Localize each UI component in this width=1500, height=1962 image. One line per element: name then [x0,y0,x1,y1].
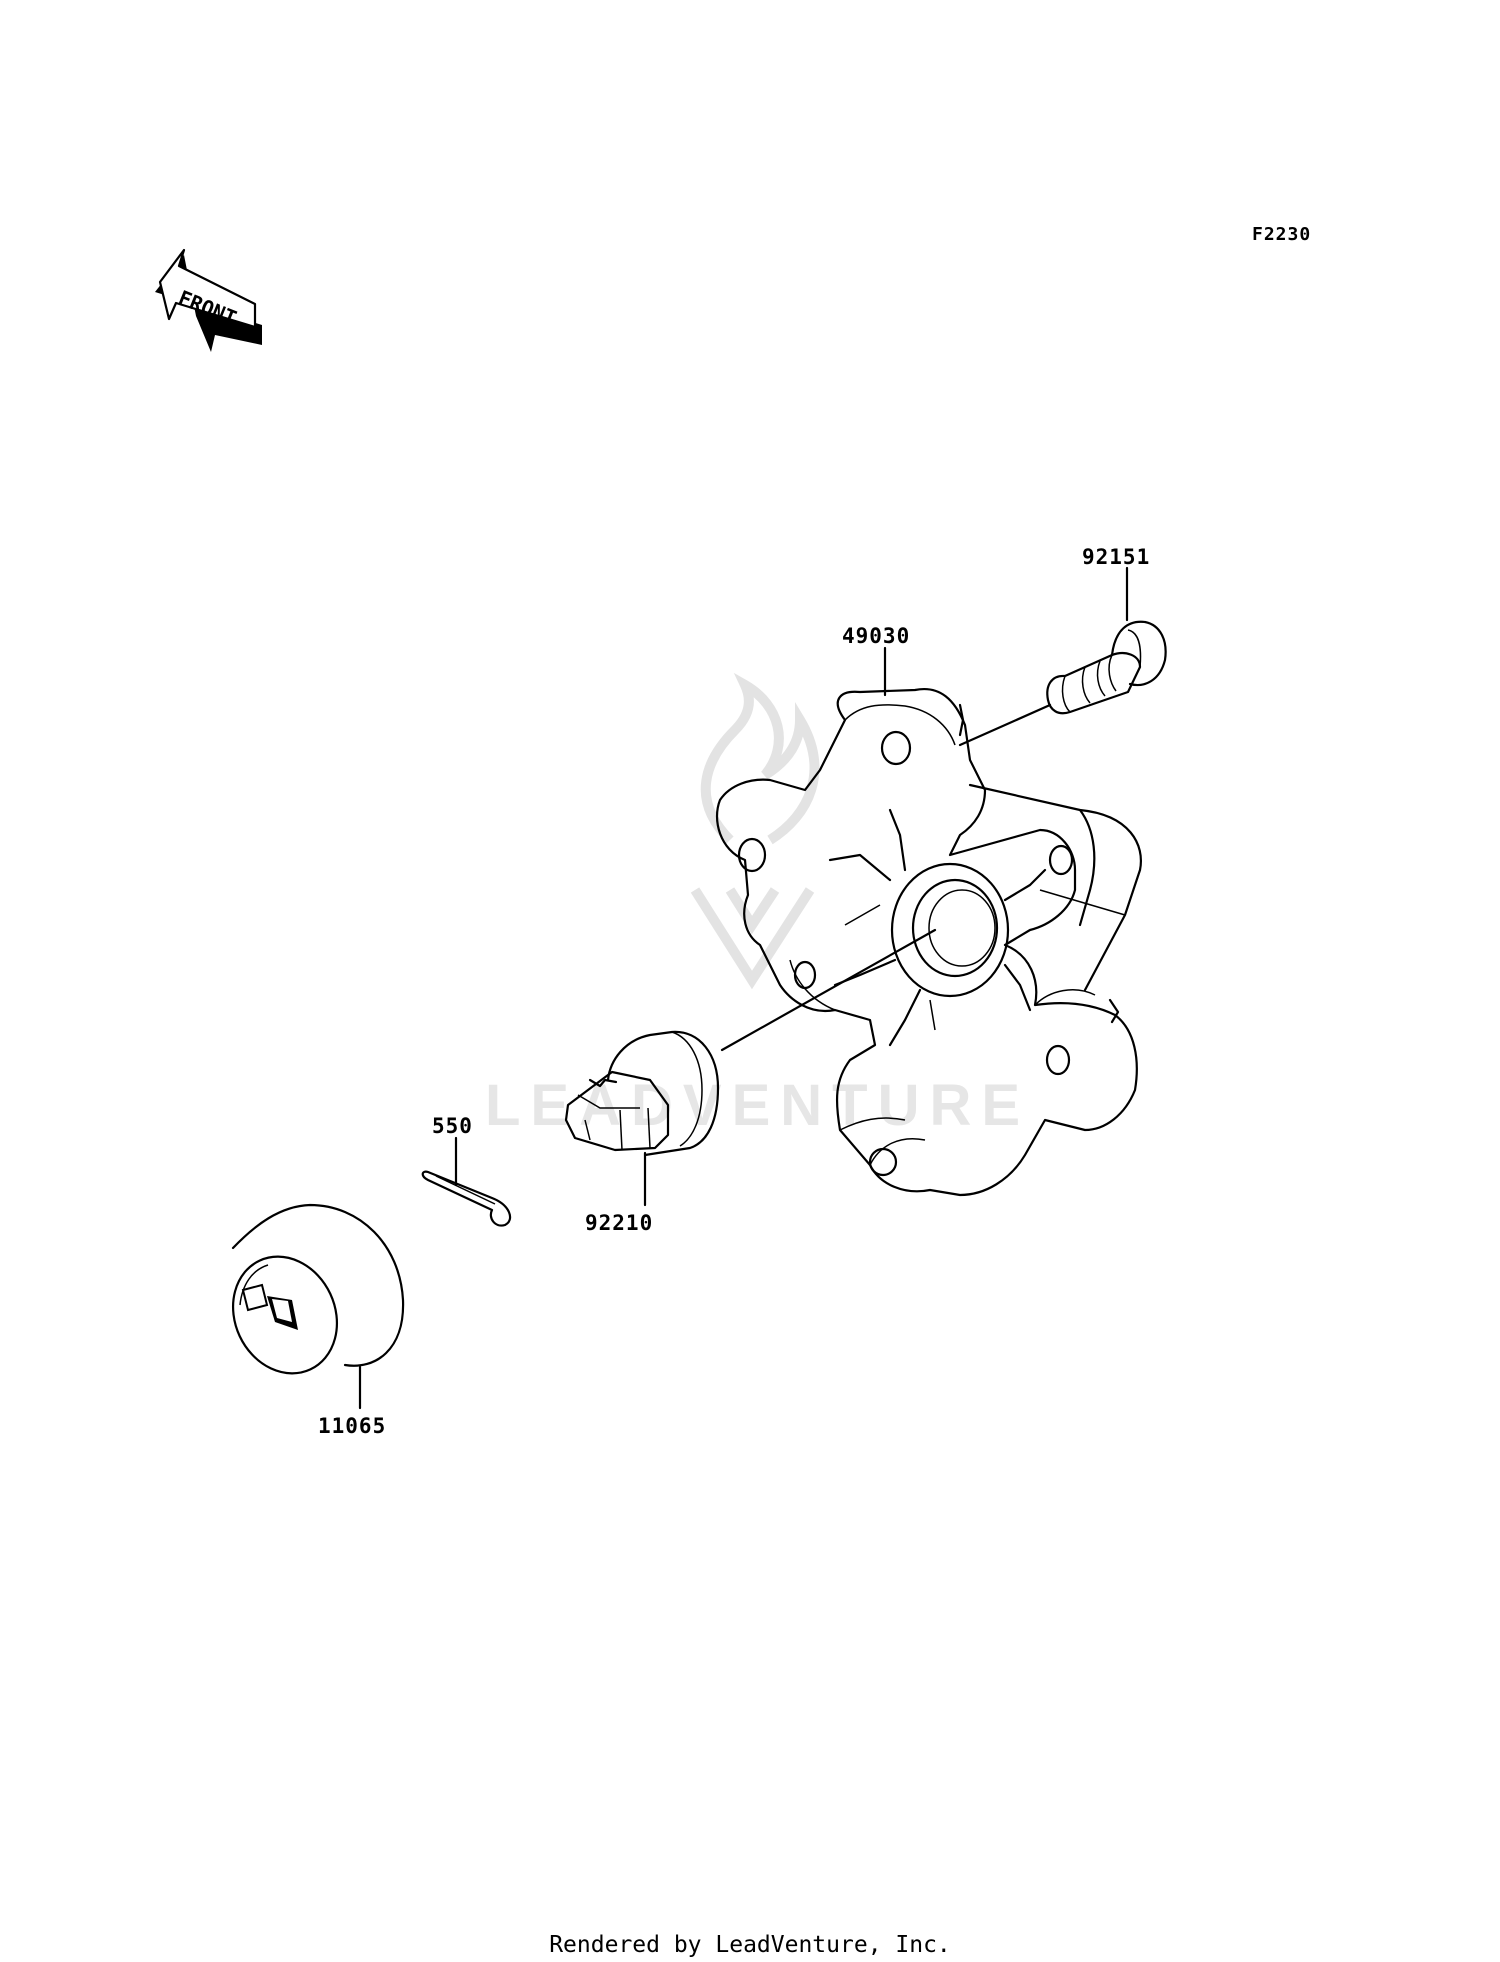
hub-cap: 11065 [231,1203,405,1438]
part-label-11065: 11065 [318,1414,386,1438]
part-label-92151: 92151 [1082,545,1150,569]
part-label-49030: 49030 [842,624,910,648]
diagram-code: F2230 [1252,224,1311,245]
stud: 92151 [958,545,1167,747]
kawasaki-logo-icon [241,1283,298,1330]
cotter-pin: 550 [421,1114,512,1227]
part-label-92210: 92210 [585,1211,653,1235]
part-label-550: 550 [432,1114,473,1138]
watermark-text: LEADVENTURE [485,1073,1030,1138]
wheel-hub [715,687,1142,1197]
castle-nut: 92210 [564,1030,720,1235]
front-arrow-icon: FRONT [155,248,262,352]
watermark: LEADVENTURE [485,672,1030,1138]
footer-credit: Rendered by LeadVenture, Inc. [549,1932,951,1958]
